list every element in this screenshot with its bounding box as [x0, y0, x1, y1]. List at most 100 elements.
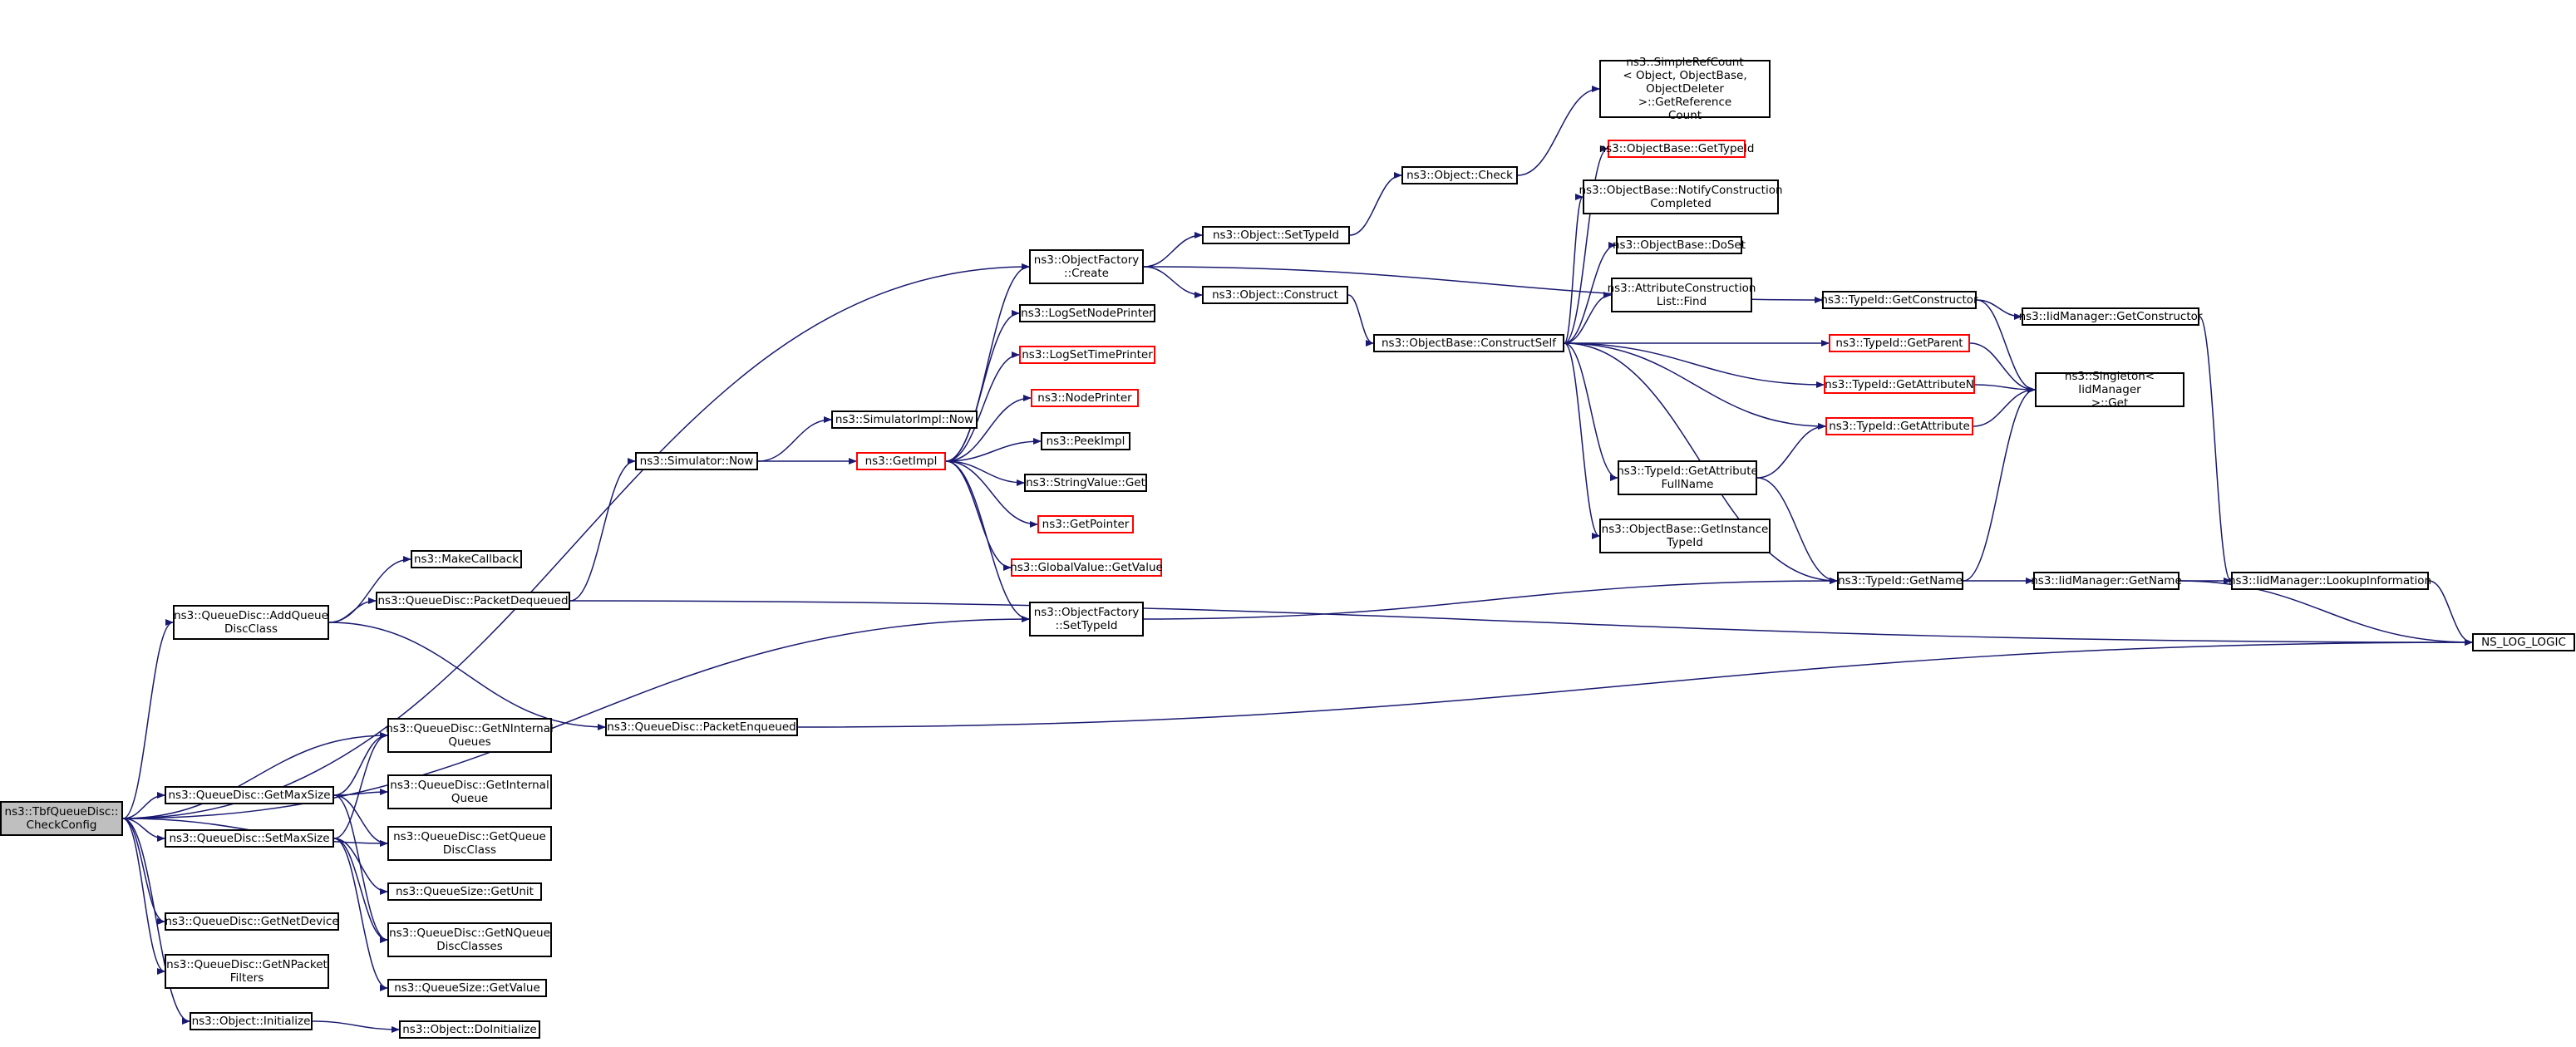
node-tid-get-parent[interactable]: ns3::TypeId::GetParent	[1829, 334, 1970, 352]
node-ns-log[interactable]: NS_LOG_LOGIC	[2472, 633, 2575, 651]
node-get-nqdc[interactable]: ns3::QueueDisc::GetNQueue DiscClasses	[387, 922, 552, 957]
edge-iidGetCtor-to-iidLookup	[2199, 316, 2232, 584]
node-get-npf[interactable]: ns3::QueueDisc::GetNPacket Filters	[165, 954, 329, 989]
edge-root-to-ofSetTid	[122, 616, 1030, 819]
edge-getImpl-to-getPtr	[945, 460, 1038, 528]
edge-tidGetParent-to-singletonGet	[1969, 342, 2036, 393]
edge-setMaxSize-to-getNIQ	[333, 732, 388, 839]
node-log-node[interactable]: ns3::LogSetNodePrinter	[1019, 304, 1155, 322]
edge-setMaxSize-to-qsValue	[333, 838, 388, 991]
node-obj-check[interactable]: ns3::Object::Check	[1401, 166, 1518, 184]
edge-tidGetCtor-to-iidGetCtor	[1976, 299, 2022, 320]
edge-pktDeq-to-simNow	[569, 458, 636, 602]
edge-ofCreate-to-objSetTid	[1143, 232, 1203, 268]
node-pkt-enq[interactable]: ns3::QueueDisc::PacketEnqueued	[605, 718, 798, 736]
edge-root-to-getNetDev	[122, 818, 165, 925]
node-qs-value[interactable]: ns3::QueueSize::GetValue	[387, 979, 547, 997]
node-set-max-size[interactable]: ns3::QueueDisc::SetMaxSize	[165, 829, 334, 848]
node-str-get[interactable]: ns3::StringValue::Get	[1024, 474, 1147, 492]
edge-root-to-ofCreate	[122, 263, 1030, 819]
node-iid-lookup[interactable]: ns3::IidManager::LookupInformation	[2229, 572, 2431, 590]
node-sim-now[interactable]: ns3::Simulator::Now	[635, 452, 758, 470]
node-obj-construct[interactable]: ns3::Object::Construct	[1202, 286, 1348, 304]
node-do-init[interactable]: ns3::Object::DoInitialize	[399, 1020, 540, 1039]
node-gv-get[interactable]: ns3::GlobalValue::GetValue	[1010, 558, 1163, 577]
edge-getMaxSize-to-getQDC	[333, 794, 388, 847]
edge-simNow-to-simImplNow	[757, 416, 832, 462]
edge-obConstructSelf-to-obDoSet	[1564, 242, 1617, 344]
node-sim-impl-now[interactable]: ns3::SimulatorImpl::Now	[831, 410, 978, 429]
node-of-create[interactable]: ns3::ObjectFactory ::Create	[1029, 249, 1144, 284]
node-make-cb[interactable]: ns3::MakeCallback	[411, 550, 522, 568]
node-tid-get-name[interactable]: ns3::TypeId::GetName	[1837, 572, 1963, 590]
edge-objInit-to-doInit	[312, 1020, 400, 1033]
node-ob-get-tid[interactable]: ns3::ObjectBase::GetTypeId	[1599, 140, 1754, 158]
edge-root-to-addQDC	[122, 619, 174, 819]
edge-obConstructSelf-to-obNotify	[1564, 194, 1584, 344]
edge-obConstructSelf-to-tidGetAttrN	[1564, 342, 1825, 388]
edge-getImpl-to-logTime	[945, 351, 1020, 462]
edge-obConstructSelf-to-obGetInst	[1564, 342, 1600, 539]
edge-getImpl-to-ofSetTid	[945, 460, 1030, 622]
node-obj-set-tid[interactable]: ns3::Object::SetTypeId	[1202, 226, 1350, 244]
edge-obConstructSelf-to-tidGetAttrFull	[1564, 342, 1618, 481]
edge-iidGetName-to-nsLog	[2179, 580, 2473, 646]
edge-addQDC-to-pktDeq	[328, 597, 377, 623]
node-ob-construct-self[interactable]: ns3::ObjectBase::ConstructSelf	[1373, 334, 1564, 352]
node-get-ptr[interactable]: ns3::GetPointer	[1037, 515, 1134, 533]
edge-objCheck-to-srcGet	[1517, 86, 1600, 176]
node-get-iq[interactable]: ns3::QueueDisc::GetInternal Queue	[387, 774, 552, 809]
edge-objSetTid-to-objCheck	[1349, 172, 1402, 236]
edge-root-to-getMaxSize	[122, 792, 165, 819]
node-tid-get-attr-full[interactable]: ns3::TypeId::GetAttribute FullName	[1617, 460, 1758, 495]
edge-getImpl-to-nodePrinter	[945, 395, 1032, 462]
node-get-impl[interactable]: ns3::GetImpl	[856, 452, 946, 470]
node-src-get[interactable]: ns3::SimpleRefCount < Object, ObjectBase…	[1599, 56, 1771, 122]
node-of-set-tid[interactable]: ns3::ObjectFactory ::SetTypeId	[1029, 602, 1144, 637]
edge-root-to-getNPF	[122, 818, 165, 975]
edge-root-to-getNIQ	[122, 732, 388, 819]
node-ob-do-set[interactable]: ns3::ObjectBase::DoSet	[1613, 236, 1746, 254]
edge-obConstructSelf-to-acFind	[1564, 292, 1612, 344]
node-ac-find[interactable]: ns3::AttributeConstruction List::Find	[1608, 278, 1756, 312]
node-tid-get-attr-n[interactable]: ns3::TypeId::GetAttributeN	[1824, 376, 1975, 394]
node-tid-get-ctor[interactable]: ns3::TypeId::GetConstructor	[1820, 291, 1978, 309]
node-iid-get-ctor[interactable]: ns3::IidManager::GetConstructor	[2019, 307, 2202, 326]
node-root[interactable]: ns3::TbfQueueDisc:: CheckConfig	[0, 801, 123, 836]
node-get-niq[interactable]: ns3::QueueDisc::GetNInternal Queues	[386, 718, 554, 753]
edge-iidLookup-to-nsLog	[2428, 580, 2473, 646]
node-node-printer[interactable]: ns3::NodePrinter	[1031, 389, 1139, 407]
node-get-qdc[interactable]: ns3::QueueDisc::GetQueue DiscClass	[387, 826, 552, 861]
node-log-time[interactable]: ns3::LogSetTimePrinter	[1019, 346, 1155, 364]
edge-pktDeq-to-nsLog	[569, 600, 2473, 646]
node-get-max-size[interactable]: ns3::QueueDisc::GetMaxSize	[165, 786, 334, 804]
node-peek-impl[interactable]: ns3::PeekImpl	[1041, 432, 1130, 450]
node-iid-get-name[interactable]: ns3::IidManager::GetName	[2031, 572, 2182, 590]
edge-getImpl-to-strGet	[945, 460, 1025, 486]
edge-getMaxSize-to-getNQDC	[333, 794, 388, 943]
node-pkt-deq[interactable]: ns3::QueueDisc::PacketDequeued	[376, 592, 570, 610]
edge-tidGetAttrFull-to-tidGetName	[1756, 477, 1838, 584]
edge-setMaxSize-to-qsUnit	[333, 838, 388, 895]
node-add-qdc[interactable]: ns3::QueueDisc::AddQueue DiscClass	[173, 605, 329, 640]
edge-getImpl-to-peekImpl	[945, 438, 1042, 462]
node-obj-init[interactable]: ns3::Object::Initialize	[190, 1012, 313, 1030]
edge-getImpl-to-logNode	[945, 310, 1020, 462]
edge-tidGetAttr-to-singletonGet	[1973, 386, 2036, 427]
node-tid-get-attr[interactable]: ns3::TypeId::GetAttribute	[1825, 417, 1973, 435]
edge-getMaxSize-to-getIQ	[333, 789, 388, 796]
edge-objConstruct-to-obConstructSelf	[1347, 294, 1374, 347]
node-get-net-dev[interactable]: ns3::QueueDisc::GetNetDevice	[165, 912, 339, 931]
edge-ofCreate-to-objConstruct	[1143, 266, 1203, 298]
node-ob-notify[interactable]: ns3::ObjectBase::NotifyConstruction Comp…	[1579, 179, 1783, 214]
edge-tidGetName-to-singletonGet	[1963, 386, 2036, 582]
node-singleton-get[interactable]: ns3::Singleton< IidManager >::Get	[2035, 370, 2184, 410]
node-qs-unit[interactable]: ns3::QueueSize::GetUnit	[387, 882, 542, 901]
edge-obConstructSelf-to-obGetTid	[1564, 145, 1608, 344]
edge-root-to-objInit	[122, 818, 190, 1025]
edge-ofSetTid-to-tidGetName	[1143, 578, 1838, 620]
node-ob-get-inst[interactable]: ns3::ObjectBase::GetInstance TypeId	[1599, 519, 1771, 553]
edge-addQDC-to-pktEnq	[328, 622, 606, 730]
